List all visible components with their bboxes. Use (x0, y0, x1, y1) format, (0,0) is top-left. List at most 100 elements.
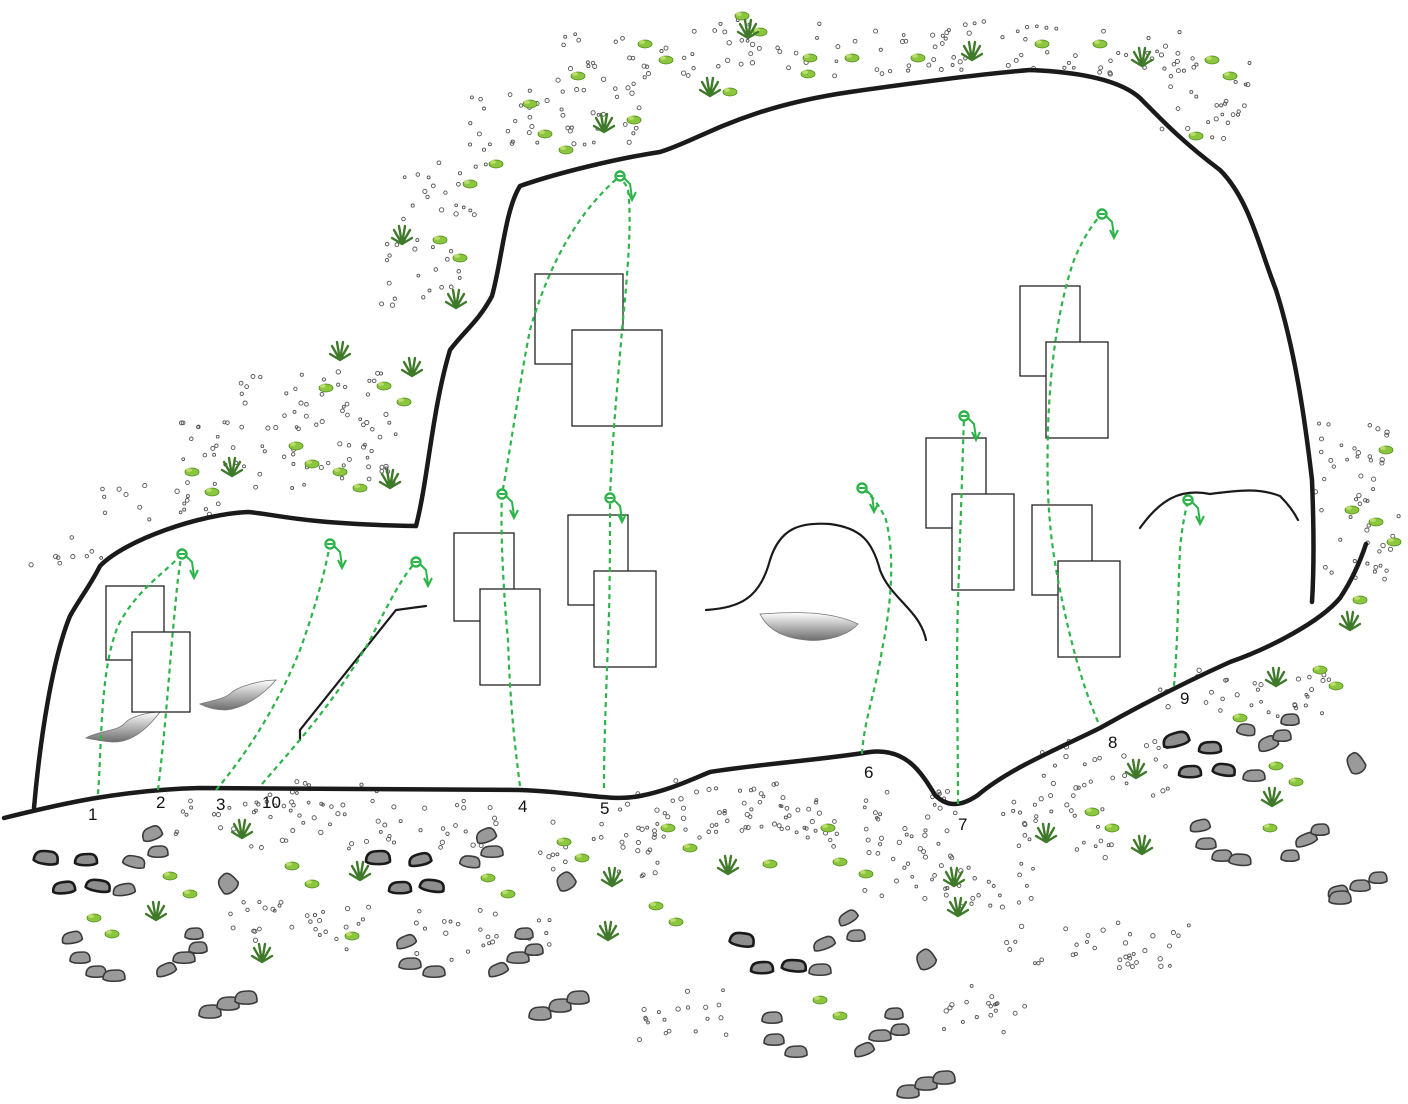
grass-tuft-icon (682, 843, 698, 853)
gravel-icon (1123, 954, 1129, 960)
gravel-icon (970, 895, 976, 901)
gravel-icon (722, 808, 727, 814)
gravel-icon (1131, 951, 1136, 956)
gravel-icon (640, 872, 646, 878)
gravel-icon (643, 1016, 649, 1022)
gravel-icon (242, 801, 248, 807)
gravel-icon (756, 45, 762, 51)
gravel-icon (1194, 62, 1199, 67)
gravel-icon (645, 71, 652, 77)
gravel-icon (1171, 61, 1177, 67)
gravel-icon (174, 829, 180, 835)
gravel-icon (685, 73, 691, 78)
gravel-icon (443, 190, 448, 195)
gravel-icon (308, 919, 313, 924)
gravel-icon (906, 63, 912, 68)
route-number: 9 (1180, 689, 1189, 708)
gravel-icon (317, 917, 323, 924)
gravel-icon (383, 411, 389, 417)
gravel-icon (910, 874, 915, 879)
gravel-icon (709, 823, 715, 828)
gravel-icon (1050, 780, 1056, 786)
grass-tuft-icon (204, 487, 220, 497)
plant-icon (230, 818, 254, 840)
gravel-icon (422, 805, 428, 811)
gravel-icon (1108, 58, 1113, 63)
gravel-icon (574, 87, 580, 93)
gravel-icon (639, 826, 645, 832)
rock-icon (408, 851, 433, 868)
gravel-icon (441, 919, 447, 924)
rock-icon (1227, 853, 1252, 867)
gravel-icon (483, 162, 488, 167)
rock-icon (524, 943, 544, 957)
gravel-icon (745, 38, 750, 43)
gravel-icon (995, 1001, 1000, 1006)
gravel-icon (212, 481, 217, 486)
gravel-icon (623, 832, 629, 838)
gravel-icon (737, 788, 743, 793)
gravel-icon (1106, 843, 1111, 848)
gravel-icon (336, 382, 341, 387)
gravel-icon (937, 805, 943, 811)
gravel-icon (652, 870, 658, 876)
gravel-icon (258, 374, 263, 380)
gravel-icon (215, 434, 220, 439)
gravel-icon (339, 476, 345, 481)
route-1 (96, 553, 183, 795)
gravel-icon (178, 510, 183, 515)
gravel-icon (1033, 818, 1038, 823)
gravel-icon (655, 821, 660, 826)
gravel-icon (656, 1010, 661, 1015)
grass-tuft-icon (812, 995, 828, 1005)
gravel-icon (1121, 753, 1127, 759)
grass-tuft-icon (910, 53, 926, 63)
rock-icon (784, 1045, 808, 1059)
gravel-icon (377, 434, 383, 440)
gravel-icon (940, 33, 945, 38)
gravel-icon (461, 805, 467, 811)
gravel-icon (749, 807, 754, 812)
gravel-icon (468, 121, 473, 126)
gravel-icon (922, 854, 928, 860)
gravel-icon (659, 49, 664, 54)
gravel-icon (312, 913, 318, 918)
grass-tuft-icon (1222, 71, 1238, 81)
rock-icon (566, 990, 590, 1005)
gravel-icon (771, 782, 777, 787)
gravel-icon (1076, 785, 1081, 790)
rock-icon (147, 845, 169, 859)
gravel-icon (267, 792, 273, 798)
gravel-icon (184, 498, 190, 503)
gravel-icon (1378, 563, 1383, 568)
gravel-icon (1224, 677, 1229, 683)
gravel-icon (723, 1032, 729, 1037)
gravel-icon (787, 813, 792, 818)
gravel-icon (382, 822, 388, 828)
gravel-icon (1031, 866, 1035, 871)
gravel-icon (1225, 120, 1231, 126)
gravel-icon (448, 249, 454, 254)
gravel-icon (1024, 883, 1029, 888)
gravel-icon (872, 810, 878, 816)
gravel-icon (1122, 940, 1129, 946)
gravel-icon (173, 831, 179, 837)
gravel-icon (626, 139, 632, 145)
gravel-icon (454, 802, 460, 808)
gravel-icon (344, 401, 350, 407)
rock-icon (84, 878, 111, 894)
grass-tufts (86, 11, 1402, 1021)
gravel-icon (386, 280, 392, 286)
gravel-icon (378, 829, 383, 834)
gravel-icon (393, 432, 398, 437)
gravel-icon (1143, 743, 1150, 749)
gravel-icon (430, 245, 435, 250)
rock-icon (1242, 769, 1266, 783)
gravel-icon (581, 87, 587, 93)
gravel-icon (456, 181, 461, 187)
rock-icon (422, 965, 446, 979)
gravel-icon (137, 504, 143, 510)
gravel-icon (304, 913, 310, 918)
gravel-icon (302, 482, 306, 487)
